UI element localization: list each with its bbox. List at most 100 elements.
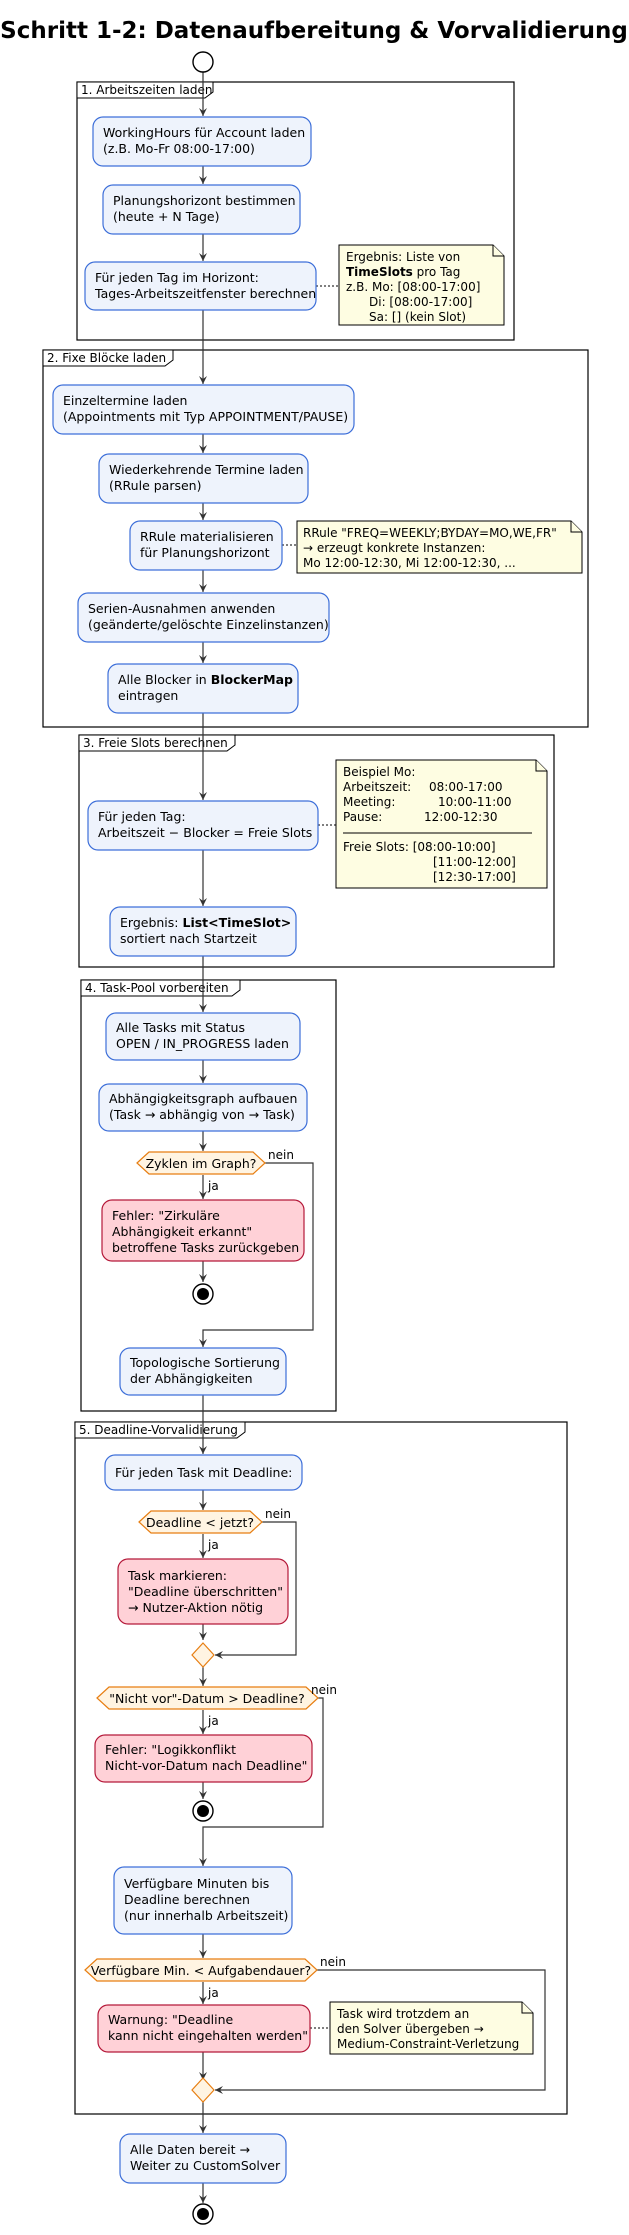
svg-text:Einzeltermine laden: Einzeltermine laden (63, 393, 187, 408)
svg-text:Alle Blocker in BlockerMap: Alle Blocker in BlockerMap (118, 672, 293, 687)
activity-wiederkehrende-termine: Wiederkehrende Termine laden (RRule pars… (98, 453, 309, 504)
svg-text:OPEN / IN_PROGRESS laden: OPEN / IN_PROGRESS laden (116, 1036, 289, 1051)
partition-fixe-bloecke: 2. Fixe Blöcke laden (42, 349, 589, 728)
connectors (199, 72, 546, 2203)
svg-text:ja: ja (207, 1986, 219, 2000)
activity-freie-slots: Für jeden Tag: Arbeitszeit − Blocker = F… (87, 800, 319, 851)
svg-text:RRule materialisieren: RRule materialisieren (140, 529, 274, 544)
svg-text:(Appointments mit Typ APPOINTM: (Appointments mit Typ APPOINTMENT/PAUSE) (63, 409, 348, 424)
svg-text:den Solver übergeben →: den Solver übergeben → (337, 2022, 484, 2036)
svg-text:z.B. Mo: [08:00-17:00]: z.B. Mo: [08:00-17:00] (346, 280, 480, 294)
activity-rrule-materialisieren: RRule materialisieren für Planungshorizo… (129, 520, 283, 571)
partition-label: 5. Deadline-Vorvalidierung (79, 1423, 238, 1437)
end-node-final (192, 2203, 214, 2225)
svg-text:kann nicht eingehalten werden": kann nicht eingehalten werden" (108, 2028, 308, 2043)
end-node-zyklus (192, 1283, 214, 1305)
partition-arbeitszeiten: 1. Arbeitszeiten laden (76, 81, 515, 341)
svg-text:nein: nein (268, 1148, 294, 1162)
svg-text:Abhängigkeit erkannt": Abhängigkeit erkannt" (112, 1224, 252, 1239)
svg-text:12:00-12:30: 12:00-12:30 (424, 810, 498, 824)
svg-text:Warnung: "Deadline: Warnung: "Deadline (108, 2012, 234, 2027)
partition-label: 2. Fixe Blöcke laden (47, 351, 166, 365)
svg-text:(heute + N Tage): (heute + N Tage) (113, 209, 219, 224)
svg-text:Deadline berechnen: Deadline berechnen (124, 1892, 250, 1907)
svg-text:Verfügbare Minuten bis: Verfügbare Minuten bis (124, 1876, 269, 1891)
partition-task-pool: 4. Task-Pool vorbereiten (80, 979, 337, 1412)
svg-text:[11:00-12:00]: [11:00-12:00] (433, 855, 516, 869)
svg-text:ja: ja (207, 1714, 219, 1728)
activity-verfuegbare-minuten: Verfügbare Minuten bis Deadline berechne… (113, 1866, 293, 1935)
partition-label: 3. Freie Slots berechnen (83, 736, 228, 750)
decision-nicht-vor-datum: "Nicht vor"-Datum > Deadline? nein ja (96, 1683, 337, 1728)
svg-text:→ erzeugt konkrete Instanzen:: → erzeugt konkrete Instanzen: (303, 541, 485, 555)
activity-task-mit-deadline: Für jeden Task mit Deadline: (104, 1454, 303, 1491)
svg-text:für Planungshorizont: für Planungshorizont (140, 545, 270, 560)
warning-deadline-nicht-einhaltbar: Warnung: "Deadline kann nicht eingehalte… (97, 2004, 311, 2053)
svg-text:TimeSlots pro Tag: TimeSlots pro Tag (346, 265, 460, 279)
svg-text:Verfügbare Min. < Aufgabendaue: Verfügbare Min. < Aufgabendauer? (91, 1963, 311, 1978)
svg-text:Mo 12:00-12:30, Mi 12:00-12:30: Mo 12:00-12:30, Mi 12:00-12:30, ... (303, 556, 516, 570)
svg-text:Task markieren:: Task markieren: (127, 1568, 227, 1583)
svg-text:Beispiel Mo:: Beispiel Mo: (343, 765, 415, 779)
note-rrule: RRule "FREQ=WEEKLY;BYDAY=MO,WE,FR" → erz… (296, 520, 583, 574)
activity-list-timeslot: Ergebnis: List<TimeSlot> sortiert nach S… (109, 906, 297, 957)
svg-text:WorkingHours für Account laden: WorkingHours für Account laden (103, 125, 305, 140)
svg-text:Für jeden Tag im Horizont:: Für jeden Tag im Horizont: (95, 270, 259, 285)
svg-text:Nicht-vor-Datum nach Deadline": Nicht-vor-Datum nach Deadline" (105, 1758, 307, 1773)
end-node-logikkonflikt (192, 1800, 214, 1822)
svg-text:Deadline < jetzt?: Deadline < jetzt? (146, 1515, 254, 1530)
activity-abhaengigkeitsgraph: Abhängigkeitsgraph aufbauen (Task → abhä… (98, 1083, 308, 1132)
svg-text:Medium-Constraint-Verletzung: Medium-Constraint-Verletzung (337, 2037, 519, 2051)
activity-workinghours-laden: WorkingHours für Account laden (z.B. Mo-… (92, 116, 312, 167)
svg-text:Weiter zu CustomSolver: Weiter zu CustomSolver (130, 2158, 281, 2173)
decision-zyklen: Zyklen im Graph? nein ja (136, 1148, 294, 1193)
activity-tages-arbeitszeitfenster: Für jeden Tag im Horizont: Tages-Arbeits… (84, 261, 317, 311)
svg-text:Für jeden Task mit Deadline:: Für jeden Task mit Deadline: (115, 1465, 292, 1480)
svg-text:Planungshorizont bestimmen: Planungshorizont bestimmen (113, 193, 296, 208)
svg-text:Fehler: "Zirkuläre: Fehler: "Zirkuläre (112, 1208, 220, 1223)
activity-blockermap: Alle Blocker in BlockerMap eintragen (107, 663, 299, 714)
svg-text:Tages-Arbeitszeitfenster berec: Tages-Arbeitszeitfenster berechnen (94, 286, 316, 301)
svg-text:"Deadline überschritten": "Deadline überschritten" (128, 1584, 283, 1599)
partition-freie-slots: 3. Freie Slots berechnen (78, 734, 555, 968)
svg-text:Alle Daten bereit →: Alle Daten bereit → (130, 2142, 250, 2157)
svg-text:eintragen: eintragen (118, 688, 178, 703)
svg-text:ja: ja (207, 1179, 219, 1193)
svg-text:(geänderte/gelöschte Einzelins: (geänderte/gelöschte Einzelinstanzen) (88, 617, 329, 632)
svg-text:der Abhängigkeiten: der Abhängigkeiten (130, 1371, 253, 1386)
svg-text:(z.B. Mo-Fr 08:00-17:00): (z.B. Mo-Fr 08:00-17:00) (103, 141, 255, 156)
svg-text:(RRule parsen): (RRule parsen) (109, 478, 201, 493)
svg-text:10:00-11:00: 10:00-11:00 (438, 795, 512, 809)
svg-text:Zyklen im Graph?: Zyklen im Graph? (146, 1156, 257, 1171)
svg-text:ja: ja (207, 1538, 219, 1552)
activity-einzeltermine: Einzeltermine laden (Appointments mit Ty… (52, 384, 355, 435)
svg-text:Freie Slots: [08:00-10:00]: Freie Slots: [08:00-10:00] (343, 840, 496, 854)
svg-text:Wiederkehrende Termine laden: Wiederkehrende Termine laden (109, 462, 304, 477)
svg-text:Für jeden Tag:: Für jeden Tag: (98, 809, 186, 824)
merge-node (191, 1642, 215, 1668)
svg-text:Ergebnis: List<TimeSlot>: Ergebnis: List<TimeSlot> (120, 915, 291, 930)
note-beispiel-mo: Beispiel Mo: Arbeitszeit: 08:00-17:00 Me… (335, 759, 548, 889)
svg-text:Pause:: Pause: (343, 810, 382, 824)
svg-text:(Task → abhängig von → Task): (Task → abhängig von → Task) (109, 1107, 295, 1122)
decision-deadline-jetzt: Deadline < jetzt? nein ja (138, 1507, 291, 1552)
svg-text:Sa: [] (kein Slot): Sa: [] (kein Slot) (369, 310, 466, 324)
diagram-title: Schritt 1-2: Datenaufbereitung & Vorvali… (0, 18, 628, 44)
error-logikkonflikt: Fehler: "Logikkonflikt Nicht-vor-Datum n… (94, 1734, 313, 1783)
svg-text:Topologische Sortierung: Topologische Sortierung (129, 1355, 280, 1370)
svg-text:[12:30-17:00]: [12:30-17:00] (433, 870, 516, 884)
svg-text:Fehler: "Logikkonflikt: Fehler: "Logikkonflikt (105, 1742, 236, 1757)
activity-planungshorizont: Planungshorizont bestimmen (heute + N Ta… (102, 184, 301, 235)
partition-label: 1. Arbeitszeiten laden (81, 83, 213, 97)
svg-text:"Nicht vor"-Datum > Deadline?: "Nicht vor"-Datum > Deadline? (109, 1691, 305, 1706)
activity-weiter-zu-customsolver: Alle Daten bereit → Weiter zu CustomSolv… (119, 2133, 287, 2184)
svg-text:nein: nein (265, 1507, 291, 1521)
svg-text:→ Nutzer-Aktion nötig: → Nutzer-Aktion nötig (128, 1600, 263, 1615)
partition-label: 4. Task-Pool vorbereiten (85, 981, 229, 995)
svg-text:Arbeitszeit:: Arbeitszeit: (343, 780, 411, 794)
decision-verfuegbare-min: Verfügbare Min. < Aufgabendauer? nein ja (84, 1955, 346, 2000)
svg-text:Serien-Ausnahmen anwenden: Serien-Ausnahmen anwenden (88, 601, 275, 616)
svg-text:betroffene Tasks zurückgeben: betroffene Tasks zurückgeben (112, 1240, 299, 1255)
svg-text:RRule "FREQ=WEEKLY;BYDAY=MO,WE: RRule "FREQ=WEEKLY;BYDAY=MO,WE,FR" (303, 526, 557, 540)
